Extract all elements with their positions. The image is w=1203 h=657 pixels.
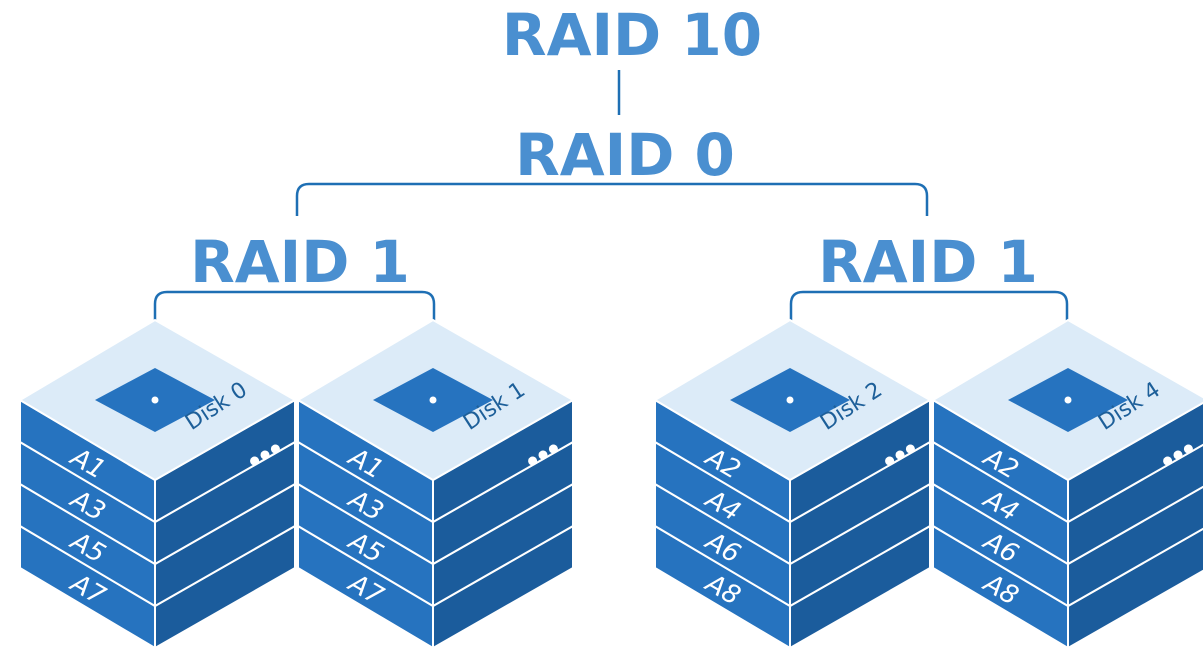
disk-3-connector-point [1064, 396, 1072, 404]
raid1-right-bracket [789, 290, 1069, 404]
raid0-bracket [295, 182, 929, 216]
disk-2-connector-point [786, 396, 794, 404]
connector-lines [153, 70, 1069, 404]
raid10-title: RAID 10 [502, 1, 762, 69]
dots-icon [1163, 444, 1193, 466]
raid0-title: RAID 0 [515, 121, 735, 189]
disk-0-connector-point [151, 396, 159, 404]
dots-icon [528, 444, 558, 466]
raid1-left-bracket [153, 290, 436, 404]
raid1-left-title: RAID 1 [190, 228, 410, 296]
dots-icon [250, 444, 280, 466]
raid1-right-title: RAID 1 [818, 228, 1038, 296]
disk-1-connector-point [429, 396, 437, 404]
dots-icon [885, 444, 915, 466]
